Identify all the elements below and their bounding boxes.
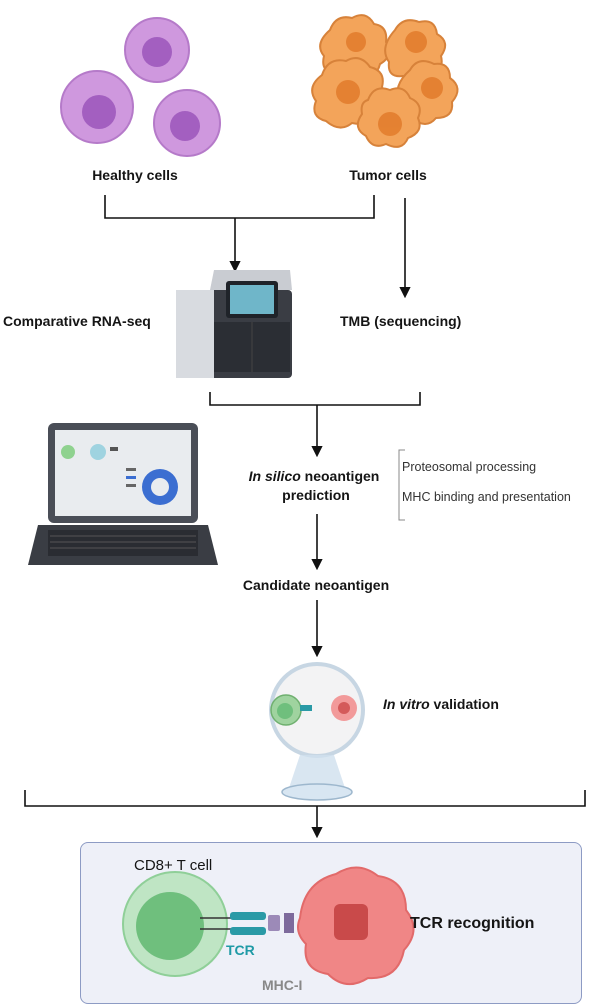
cd8-t-cell-label: CD8+ T cell (134, 857, 213, 874)
tmb-label: TMB (sequencing) (340, 313, 462, 329)
tumor-cells-label: Tumor cells (349, 167, 427, 183)
tcr-label: TCR (226, 942, 255, 958)
in-silico-rest: neoantigen (300, 468, 380, 484)
in-vitro-label: In vitro validation (383, 696, 499, 712)
tcr-recognition-label: TCR recognition (410, 915, 535, 932)
connector-lines (24, 195, 586, 839)
healthy-cells-icon (60, 17, 221, 157)
mhc-binding-label: MHC binding and presentation (402, 490, 571, 504)
sequencer-icon (176, 270, 292, 378)
bracket (398, 449, 405, 521)
t-cell-icon (122, 871, 228, 977)
tumor-nuclei (336, 31, 443, 136)
healthy-cells-label: Healthy cells (92, 167, 178, 183)
magnifier-icon (269, 662, 365, 788)
proteosomal-label: Proteosomal processing (402, 460, 537, 474)
in-silico-italic: In silico (248, 468, 301, 484)
mhc-molecule (268, 913, 294, 933)
tcr-receptor (200, 912, 266, 935)
mhc-i-label: MHC-I (262, 977, 303, 993)
in-silico-label: In silico neoantigen (249, 468, 380, 484)
prediction-label: prediction (282, 487, 350, 503)
candidate-neoantigen-label: Candidate neoantigen (242, 577, 390, 593)
laptop-icon (28, 423, 218, 565)
petri-dish-icon (281, 783, 353, 801)
in-vitro-italic: In vitro (383, 696, 430, 712)
in-vitro-rest: validation (429, 696, 499, 712)
comparative-rnaseq-label: Comparative RNA-seq (3, 313, 151, 329)
tumor-cell-red-icon (297, 866, 415, 985)
